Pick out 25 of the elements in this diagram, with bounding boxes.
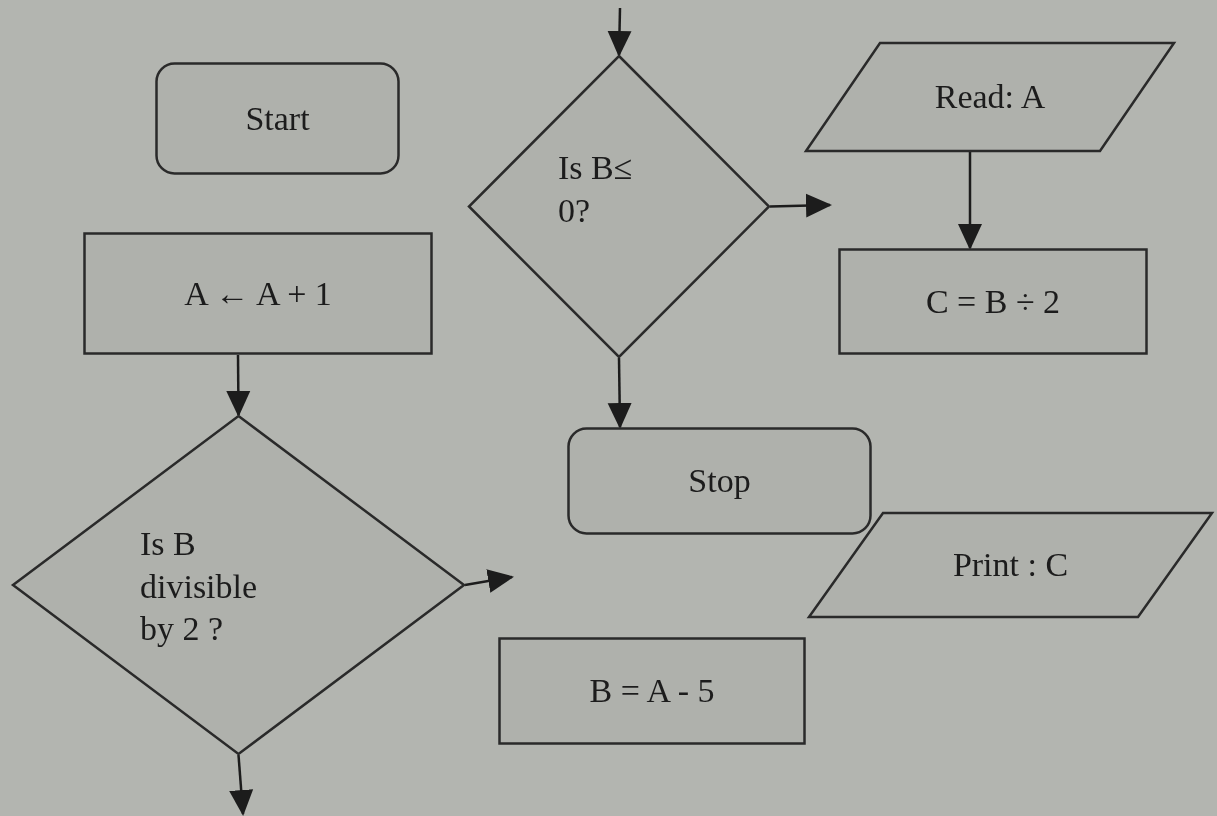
process-box [838,248,1148,355]
node-label: Start [244,98,311,139]
start-terminal [155,62,400,175]
node-label: Is B divisible by 2 ? [140,524,259,649]
node-label: Read: A [933,76,1047,117]
arrow [958,152,982,250]
arrow [226,355,251,417]
input-parallelogram [805,42,1175,152]
node-label: Print : C [951,544,1070,585]
decision-diamond [12,415,465,755]
stop-terminal [567,427,872,535]
arrow [464,569,514,593]
node-label: B = A - 5 [588,670,716,711]
node-label: Is B≤ 0? [558,148,634,231]
arrow [769,193,832,218]
node-label: C = B ÷ 2 [924,281,1062,322]
process-box [498,637,806,745]
decision-diamond [468,55,770,358]
node-label: Stop [687,460,752,501]
output-parallelogram [808,512,1213,618]
node-label: A ← A + 1 [183,273,333,314]
process-box [83,232,433,355]
arrow [229,754,254,816]
arrow [607,7,632,57]
arrow [607,358,632,429]
